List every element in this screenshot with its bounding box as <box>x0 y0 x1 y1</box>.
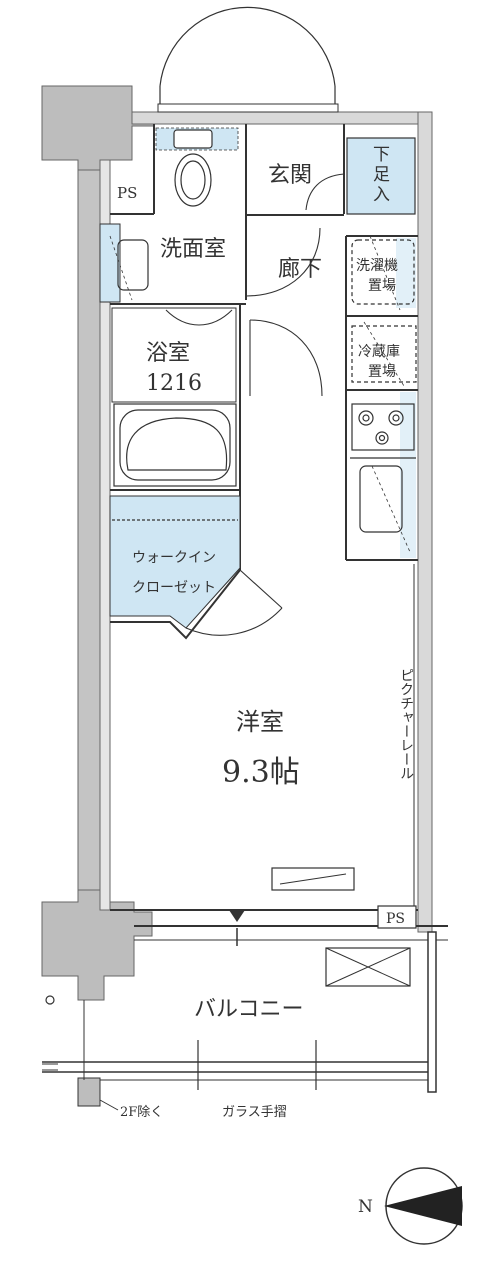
compass-arrow <box>384 1186 462 1226</box>
right-wall <box>417 111 433 933</box>
room-details <box>99 564 417 1111</box>
glass-railing-label: ガラス手摺 <box>222 1105 287 1120</box>
washroom-cabinet <box>99 223 121 303</box>
bath-size-label: 1216 <box>146 371 202 396</box>
kitchen-sink <box>359 465 403 533</box>
entrance-label: 玄関 <box>268 163 312 188</box>
top-wall <box>131 111 433 125</box>
north-label: N <box>358 1197 373 1217</box>
dashed-guides <box>109 235 411 553</box>
bathroom-label: 浴室 <box>146 341 190 366</box>
room-labels: PS 洗面室 玄関 下 足 入 廊下 洗濯機 置場 浴室 1216 冷蔵庫 置場… <box>117 145 414 1120</box>
shoe-box-label-1: 下 <box>373 145 390 165</box>
western-room-size-label: 9.3帖 <box>222 755 300 790</box>
corridor-label: 廊下 <box>278 257 322 282</box>
fridge-label-2: 置場 <box>368 364 396 380</box>
wash-basin <box>117 239 149 291</box>
shoe-box <box>346 137 416 215</box>
bathtub <box>113 403 237 487</box>
closet-label-1: ウォークイン <box>132 550 216 566</box>
washer-label-2: 置場 <box>368 278 396 294</box>
column-top-left <box>41 85 155 173</box>
balcony-label: バルコニー <box>194 997 304 1022</box>
entrance-door <box>157 6 339 113</box>
shoe-box-label-3: 入 <box>373 185 390 205</box>
fridge-label-1: 冷蔵庫 <box>358 343 400 360</box>
ps-top-label: PS <box>117 184 137 202</box>
closet-label-2: クローゼット <box>132 580 216 596</box>
fixtures <box>111 129 417 533</box>
fridge-space <box>351 325 417 383</box>
shoe-box-label-2: 足 <box>373 165 390 185</box>
washer-label-1: 洗濯機 <box>356 258 398 274</box>
column-bottom-left <box>41 889 153 1001</box>
compass: N <box>358 1167 463 1245</box>
ps-bottom-label: PS <box>386 911 405 927</box>
window-marker <box>229 910 245 922</box>
washer-space <box>351 239 415 305</box>
western-room-label: 洋室 <box>236 708 284 736</box>
stove-fixture <box>351 403 415 451</box>
picture-rail-label: ピクチャーレール <box>398 668 414 780</box>
structural-walls <box>41 85 448 1107</box>
washroom-label: 洗面室 <box>160 237 226 262</box>
door-swings <box>165 173 345 636</box>
toilet-fixture <box>173 129 213 207</box>
left-shaft <box>77 169 101 911</box>
except-2f-label: 2F除く <box>120 1105 163 1120</box>
